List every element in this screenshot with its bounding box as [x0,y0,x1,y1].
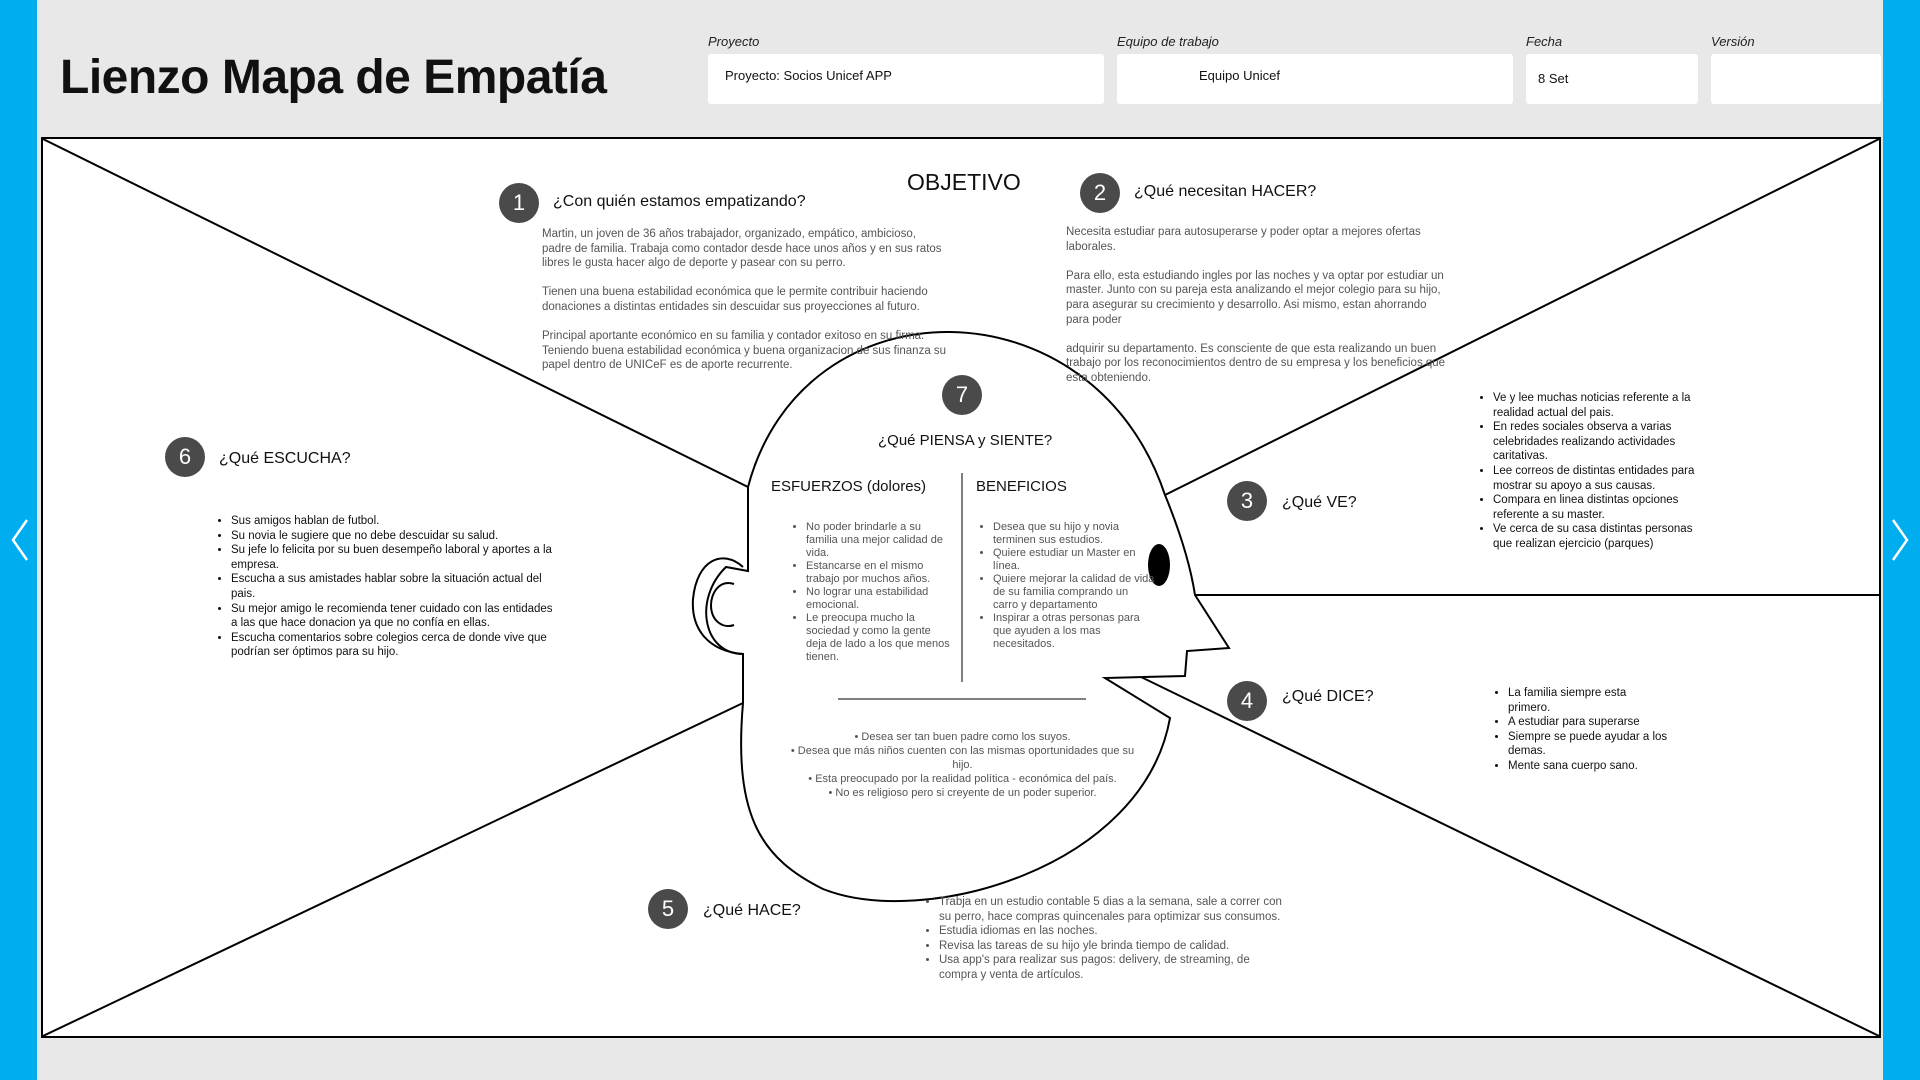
section-1-badge: 1 [499,183,539,223]
list-item: No es religioso pero si creyente de un p… [780,786,1145,800]
equipo-label: Equipo de trabajo [1117,34,1219,49]
section-4-question: ¿Qué DICE? [1282,688,1374,706]
version-label: Versión [1711,34,1755,49]
list-item: Inspirar a otras personas para que ayude… [993,612,1155,651]
extra-thoughts-list: Desea ser tan buen padre como los suyos.… [780,730,1145,800]
list-item: Lee correos de distintas entidades para … [1493,464,1695,493]
diagonal-line-bottom-left [43,703,743,1036]
section-6-list: Sus amigos hablan de futbol. Su novia le… [219,514,561,660]
list-item: Le preocupa mucho la sociedad y como la … [806,612,954,664]
section-7-badge: 7 [942,375,982,415]
section-5-list: Trabja en un estudio contable 5 dias a l… [927,895,1289,983]
next-slide-button[interactable] [1885,516,1915,564]
section-5-badge: 5 [648,889,688,929]
section-2-question: ¿Qué necesitan HACER? [1134,183,1316,201]
section-2-paragraph: Necesita estudiar para autosuperarse y p… [1066,225,1451,254]
section-7-question: ¿Qué PIENSA y SIENTE? [878,432,1052,449]
section-3-list: Ve y lee muchas noticias referente a la … [1481,391,1695,552]
list-item: Sus amigos hablan de futbol. [231,514,561,529]
fecha-field[interactable]: 8 Set [1526,54,1698,104]
section-6-question: ¿Qué ESCUCHA? [219,450,351,468]
section-4-list: La familia siempre esta primero. A estud… [1496,686,1668,774]
proyecto-label: Proyecto [708,34,759,49]
section-2-paragraph: Para ello, esta estudiando ingles por la… [1066,269,1451,327]
section-1-paragraph: Principal aportante económico en su fami… [542,329,947,373]
equipo-field[interactable]: Equipo Unicef [1117,54,1513,104]
previous-slide-button[interactable] [5,516,35,564]
list-item: Quiere mejorar la calidad de vida de su … [993,573,1155,612]
list-item: Escucha comentarios sobre colegios cerca… [231,631,561,660]
list-item: Ve y lee muchas noticias referente a la … [1493,391,1695,420]
proyecto-field[interactable]: Proyecto: Socios Unicef APP [708,54,1104,104]
esfuerzos-list: No poder brindarle a su familia una mejo… [794,521,954,664]
section-4-badge: 4 [1227,681,1267,721]
beneficios-heading: BENEFICIOS [976,478,1067,495]
chevron-right-icon [1885,516,1915,564]
list-item: Mente sana cuerpo sano. [1508,759,1668,774]
empathy-map-canvas: OBJETIVO 1 ¿Con quién estamos empatizand… [41,137,1881,1038]
list-item: Escucha a sus amistades hablar sobre la … [231,572,561,601]
list-item: Siempre se puede ayudar a los demas. [1508,730,1668,759]
list-item: La familia siempre esta primero. [1508,686,1668,715]
list-item: Su jefe lo felicita por su buen desempeñ… [231,543,561,572]
list-item: Compara en linea distintas opciones refe… [1493,493,1695,522]
page-title: Lienzo Mapa de Empatía [60,50,606,105]
section-2-paragraph: adquirir su departamento. Es consciente … [1066,342,1451,386]
section-1-paragraph: Martin, un joven de 36 años trabajador, … [542,227,947,271]
list-item: No poder brindarle a su familia una mejo… [806,521,954,560]
list-item: Quiere estudiar un Master en línea. [993,547,1155,573]
list-item: Desea ser tan buen padre como los suyos. [780,730,1145,744]
section-3-badge: 3 [1227,481,1267,521]
list-item: En redes sociales observa a varias celeb… [1493,420,1695,464]
section-3-question: ¿Qué VE? [1282,494,1357,512]
list-item: Revisa las tareas de su hijo yle brinda … [939,939,1289,954]
section-2-description: Necesita estudiar para autosuperarse y p… [1066,225,1451,400]
section-5-question: ¿Qué HACE? [703,902,801,920]
chevron-left-icon [5,516,35,564]
beneficios-list: Desea que su hijo y novia terminen sus e… [981,521,1155,651]
section-6-badge: 6 [165,437,205,477]
list-item: Desea que su hijo y novia terminen sus e… [993,521,1155,547]
list-item: Ve cerca de su casa distintas personas q… [1493,522,1695,551]
list-item: Estancarse en el mismo trabajo por mucho… [806,560,954,586]
section-1-paragraph: Tienen una buena estabilidad económica q… [542,285,947,314]
list-item: Usa app's para realizar sus pagos: deliv… [939,953,1289,982]
section-1-description: Martin, un joven de 36 años trabajador, … [542,227,947,388]
esfuerzos-heading: ESFUERZOS (dolores) [771,478,926,495]
list-item: Estudia idiomas en las noches. [939,924,1289,939]
list-item: Desea que más niños cuenten con las mism… [780,744,1145,772]
list-item: A estudiar para superarse [1508,715,1668,730]
list-item: Su mejor amigo le recomienda tener cuida… [231,602,561,631]
objetivo-heading: OBJETIVO [907,169,1021,196]
list-item: Esta preocupado por la realidad política… [780,772,1145,786]
list-item: Su novia le sugiere que no debe descuida… [231,529,561,544]
list-item: Trabja en un estudio contable 5 dias a l… [939,895,1289,924]
version-field[interactable] [1711,54,1881,104]
section-2-badge: 2 [1080,173,1120,213]
fecha-label: Fecha [1526,34,1562,49]
list-item: No lograr una estabilidad emocional. [806,586,954,612]
section-1-question: ¿Con quién estamos empatizando? [553,193,806,211]
